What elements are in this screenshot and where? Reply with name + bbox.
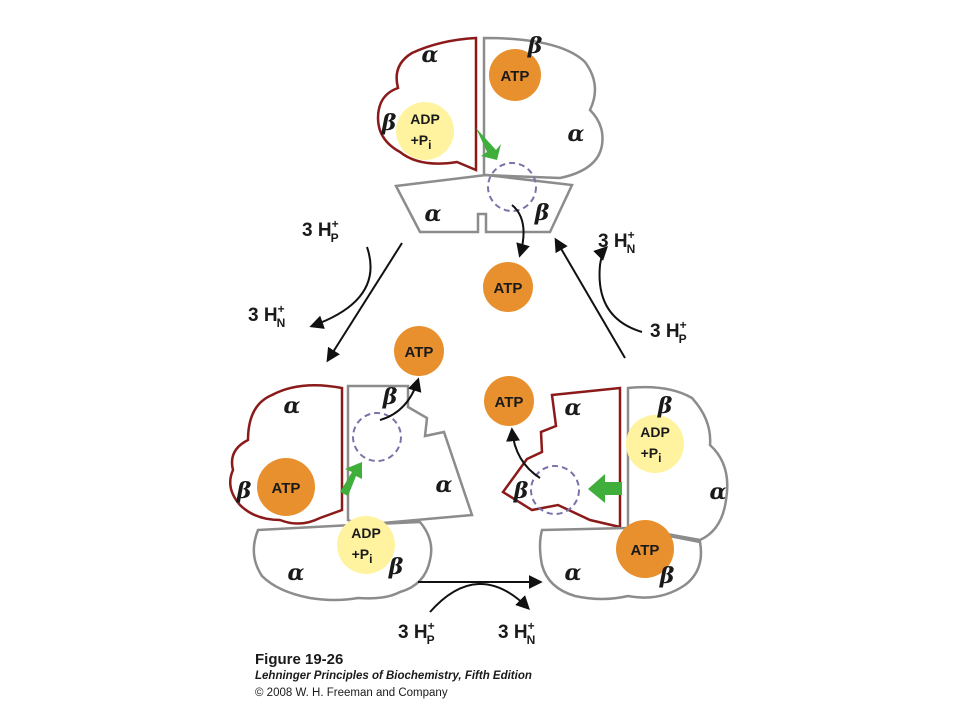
top-beta-alpha-gray-outline	[482, 36, 604, 180]
top-beta-1: β	[527, 33, 543, 59]
bottom-proton-flow-arrow	[429, 583, 530, 613]
figure-number: Figure 19-26	[255, 651, 344, 668]
top-atp-label: ATP	[501, 68, 530, 85]
left-step-arrow	[326, 242, 403, 363]
bottom-left-released-atp-circle	[394, 326, 444, 376]
bottom-right-red-outline	[501, 386, 622, 529]
left-proton-out-label: 3 H+N	[248, 302, 285, 330]
bottom-left-beta-1: β	[382, 384, 398, 410]
top-atp-release-arrow	[511, 204, 530, 258]
bottom-left-bottom-gray-outline	[252, 520, 433, 602]
top-alpha-beta-gray-outline	[394, 173, 574, 234]
bottom-left-red-outline	[228, 383, 344, 525]
bottom-right-empty-site	[530, 465, 580, 515]
bottom-left-complex: ATP ATP ADP +Pi α β β α α β	[228, 326, 474, 602]
bottom-right-alpha-1: α	[565, 395, 582, 421]
bottom-right-adp-label: ADP	[640, 424, 670, 440]
bottom-right-right-gray-outline	[626, 385, 729, 542]
bottom-right-bottom-gray-outline	[538, 526, 703, 601]
top-atp-circle	[489, 49, 541, 101]
bottom-left-rotation-arrow-icon	[340, 462, 362, 496]
released-atp-center-circle	[483, 262, 533, 312]
bottom-right-alpha-3: α	[565, 560, 582, 586]
bottom-left-released-atp-label: ATP	[405, 344, 434, 361]
top-empty-site	[487, 162, 537, 212]
bottom-left-adp-circle	[337, 516, 395, 574]
bottom-right-beta-2: β	[513, 478, 529, 504]
bottom-left-alpha-2: α	[436, 472, 453, 498]
top-beta-2: β	[381, 110, 397, 136]
bottom-right-beta-1: β	[657, 393, 673, 419]
released-atp-center-label: ATP	[494, 280, 523, 297]
book-title: Lehninger Principles of Biochemistry, Fi…	[255, 670, 532, 682]
bottom-proton-in-label: 3 H+P	[398, 619, 435, 647]
bottom-right-adp-circle	[626, 415, 684, 473]
bottom-right-rotation-arrow-icon	[588, 474, 622, 503]
right-proton-flow-arrow	[593, 246, 643, 333]
bottom-left-atp-label: ATP	[272, 480, 301, 497]
bottom-transition: 3 H+P 3 H+N	[398, 575, 543, 647]
top-complex: ATP ADP +Pi α β α β α β	[376, 33, 604, 258]
bottom-left-atp-circle	[257, 458, 315, 516]
right-proton-out-label: 3 H+N	[598, 228, 635, 256]
bottom-left-alpha-3: α	[288, 560, 305, 586]
bottom-right-atp-release-arrow	[506, 427, 541, 479]
left-proton-flow-arrow	[309, 246, 372, 329]
bottom-left-beta-3: β	[388, 554, 404, 580]
right-transition: 3 H+N 3 H+P	[554, 228, 687, 359]
top-adp-circle	[396, 102, 454, 160]
copyright-line: © 2008 W. H. Freeman and Company	[255, 687, 448, 699]
top-alpha-beta-red-outline	[376, 36, 478, 172]
top-alpha-1: α	[422, 42, 439, 68]
bottom-right-pi-label: +Pi	[641, 445, 662, 465]
bottom-right-complex: ATP ADP +Pi ATP α β β α α β	[484, 376, 729, 601]
bottom-right-released-atp-circle	[484, 376, 534, 426]
top-rotation-arrow-icon	[476, 128, 501, 160]
top-beta-3: β	[534, 200, 550, 226]
bottom-left-beta-2: β	[236, 478, 252, 504]
top-alpha-2: α	[568, 121, 585, 147]
bottom-left-alpha-1: α	[284, 393, 301, 419]
top-pi-label: +Pi	[411, 132, 432, 152]
bottom-left-right-gray-outline	[346, 384, 474, 527]
bottom-right-released-atp-label: ATP	[495, 394, 524, 411]
bottom-left-adp-label: ADP	[351, 525, 381, 541]
top-alpha-3: α	[425, 201, 442, 227]
bottom-left-empty-site	[352, 412, 402, 462]
bottom-right-atp-label: ATP	[631, 542, 660, 559]
bottom-proton-out-label: 3 H+N	[498, 619, 535, 647]
bottom-right-beta-3: β	[659, 563, 675, 589]
top-adp-label: ADP	[410, 111, 440, 127]
bottom-left-pi-label: +Pi	[352, 546, 373, 566]
right-step-arrow	[554, 237, 626, 359]
right-proton-in-label: 3 H+P	[650, 318, 687, 346]
bottom-right-alpha-2: α	[710, 479, 727, 505]
bottom-left-atp-release-arrow	[379, 377, 422, 421]
left-transition: 3 H+P 3 H+N	[248, 217, 403, 363]
left-proton-in-label: 3 H+P	[302, 217, 339, 245]
bottom-right-atp-circle	[616, 520, 674, 578]
